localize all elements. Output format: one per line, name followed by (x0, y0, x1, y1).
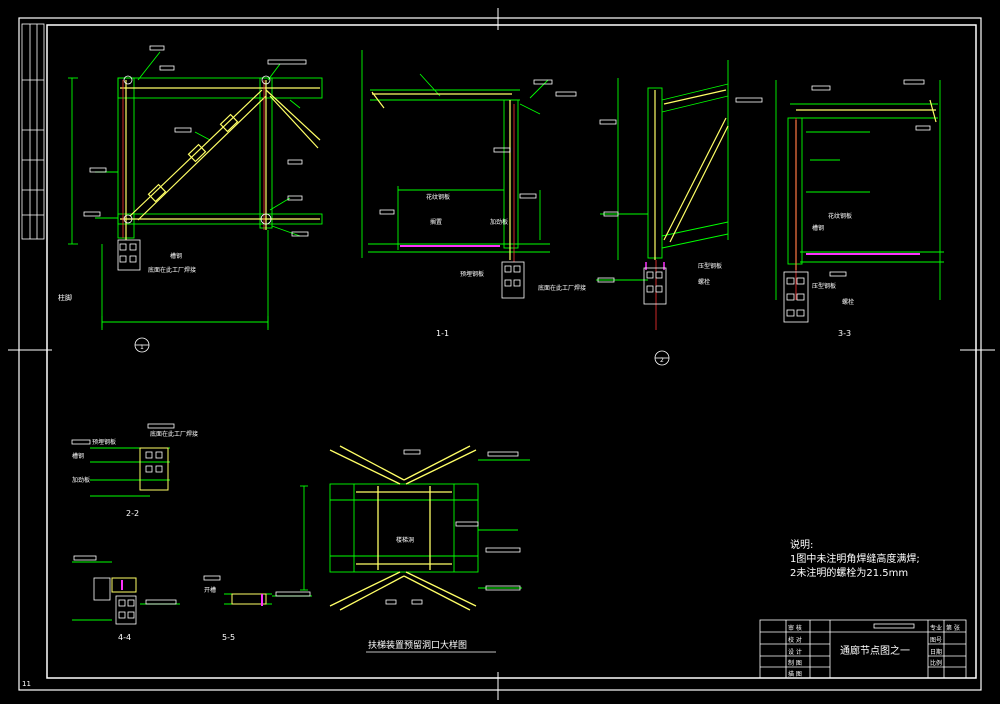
s3-callout-bolt: 螺栓 (842, 298, 854, 306)
s22-callout-embed: 预埋钢板 (92, 438, 116, 446)
section-4-4-label: 4-4 (118, 633, 131, 642)
notes-block: 说明: 1图中未注明角焊缝高度满焊; 2未注明的螺栓为21.5mm (790, 538, 920, 579)
tb-col-4: 比例 (930, 659, 942, 667)
section-2-2-label: 2-2 (126, 509, 139, 518)
tb-row-3: 设 计 (788, 648, 802, 656)
tb-col-3: 日期 (930, 648, 942, 656)
s2-callout-floor: 压型钢板 (698, 262, 722, 270)
section-3-3-label: 3-3 (838, 329, 851, 338)
section-2-number: 2 (660, 357, 664, 364)
s55-callout-slot: 开槽 (204, 586, 216, 594)
plan-detail: 1 柱脚 槽钢 底面在此工厂焊接 (58, 45, 323, 353)
plan-callout-channel: 槽钢 (170, 252, 182, 260)
detail-callout-stair: 楼梯洞 (396, 536, 414, 544)
plan-callout-weld: 底面在此工厂焊接 (148, 266, 196, 274)
plan-callout-column-base: 柱脚 (58, 293, 72, 302)
section-2-2: 预埋钢板 槽钢 加劲板 底面在此工厂焊接 2-2 (71, 423, 198, 518)
plan-detail-number: 1 (140, 344, 144, 351)
s1-callout-embed: 预埋钢板 (460, 270, 484, 278)
drawing-title: 通廊节点图之一 (840, 644, 910, 657)
s3-callout-pattern: 花纹钢板 (828, 212, 852, 220)
notes-line-2: 2未注明的螺栓为21.5mm (790, 566, 908, 579)
stair-opening-detail: 楼梯洞 扶梯装置预留洞口大样图 (300, 445, 530, 653)
section-column-brace: 2 压型钢板 螺栓 (596, 60, 763, 366)
tb-row-2: 校 对 (788, 636, 802, 644)
inner-frame (46, 24, 977, 679)
s2-callout-bolt: 螺栓 (698, 278, 710, 286)
title-block (759, 619, 967, 679)
tb-row-1: 审 核 (788, 624, 802, 632)
tb-col-2: 图号 (930, 637, 942, 644)
notes-heading: 说明: (790, 538, 813, 551)
s22-callout-channel: 槽钢 (72, 452, 84, 460)
sheet-number: 11 (22, 680, 31, 688)
section-5-5: 开槽 5-5 (203, 575, 312, 642)
binding-strip (21, 23, 45, 240)
tb-row-4: 制 图 (788, 659, 802, 667)
section-1-1-label: 1-1 (436, 329, 449, 338)
tb-col-1: 专业 (930, 624, 942, 632)
s3-callout-floor: 压型钢板 (812, 282, 836, 290)
s3-callout-channel: 槽钢 (812, 224, 824, 232)
tb-row-5: 描 图 (788, 670, 802, 678)
section-1-1: 花纹钢板 搁置 加劲板 预埋钢板 底面在此工厂焊接 1-1 (361, 50, 586, 338)
s22-callout-stiffener: 加劲板 (72, 476, 90, 484)
section-4-4: 4-4 (72, 555, 180, 642)
large-detail-title: 扶梯装置预留洞口大样图 (368, 639, 467, 651)
section-5-5-label: 5-5 (222, 633, 235, 642)
notes-line-1: 1图中未注明角焊缝高度满焊; (790, 552, 920, 565)
s1-callout-pattern: 花纹钢板 (426, 193, 450, 201)
outer-frame (18, 17, 982, 691)
s1-callout-deck: 搁置 (430, 218, 442, 226)
s1-callout-stiffener: 加劲板 (490, 218, 508, 226)
tb-sheet-label: 第 张 (946, 624, 960, 632)
section-3-3: 花纹钢板 槽钢 压型钢板 螺栓 3-3 (775, 79, 944, 338)
title-block-text: 审 核 校 对 设 计 制 图 描 图 专业 图号 日期 比例 第 张 通廊节点… (788, 624, 960, 678)
s1-callout-weld: 底面在此工厂焊接 (538, 284, 586, 292)
s22-callout-weld: 底面在此工厂焊接 (150, 430, 198, 438)
